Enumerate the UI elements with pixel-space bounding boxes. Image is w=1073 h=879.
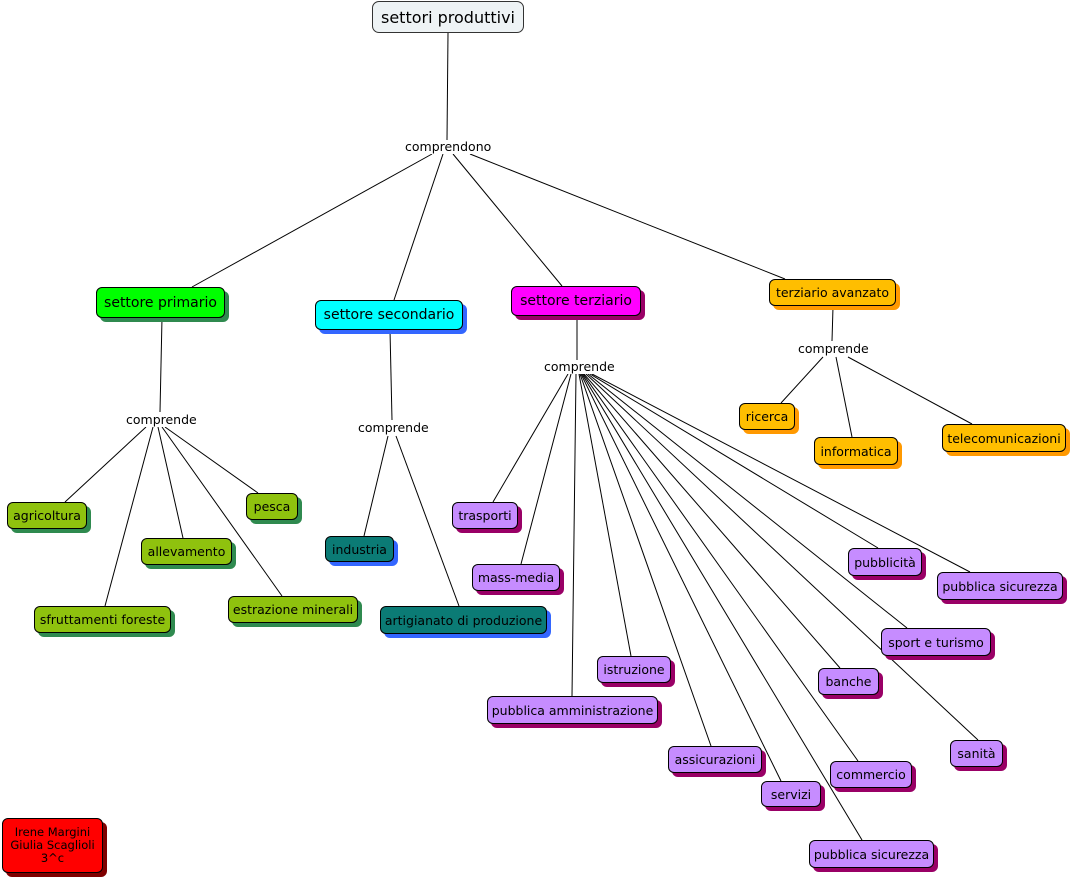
edge	[591, 373, 971, 573]
item-banche[interactable]: banche	[818, 668, 879, 695]
item-telecomunicazioni[interactable]: telecomunicazioni	[942, 424, 1066, 452]
item-pubblica-sicurezza-bottom[interactable]: pubblica sicurezza	[809, 840, 934, 868]
root-node-settori-produttivi[interactable]: settori produttivi	[372, 1, 524, 33]
item-informatica[interactable]: informatica	[814, 437, 898, 465]
edge	[585, 373, 979, 741]
edge	[847, 356, 973, 425]
item-estrazione-minerali[interactable]: estrazione minerali	[228, 596, 358, 623]
edge	[161, 426, 283, 597]
edge	[64, 426, 147, 503]
edge	[581, 373, 863, 841]
link-label-primario: comprende	[123, 413, 200, 427]
edge	[578, 373, 632, 657]
item-allevamento[interactable]: allevamento	[141, 538, 232, 565]
edge	[520, 373, 572, 565]
edge	[589, 373, 879, 549]
item-sanita[interactable]: sanità	[950, 740, 1003, 767]
edge	[395, 435, 460, 607]
item-pubblicita[interactable]: pubblicità	[848, 548, 922, 576]
sector-secondario-node[interactable]: settore secondario	[315, 300, 463, 330]
item-ricerca[interactable]: ricerca	[739, 403, 795, 430]
edge	[831, 306, 834, 342]
edge	[469, 153, 786, 280]
edge	[104, 426, 154, 607]
item-mass-media[interactable]: mass-media	[472, 564, 560, 591]
sector-avanzato-node[interactable]: terziario avanzato	[769, 279, 896, 306]
author-box[interactable]: Irene Margini Giulia Scaglioli 3^c	[2, 818, 103, 873]
link-label-avanzato: comprende	[795, 342, 872, 356]
link-label-secondario: comprende	[355, 421, 432, 435]
edge	[446, 32, 449, 141]
item-artigianato-di-produzione[interactable]: artigianato di produzione	[380, 606, 547, 634]
author-line-3: 3^c	[40, 851, 65, 865]
item-pesca[interactable]: pesca	[246, 493, 298, 520]
item-trasporti[interactable]: trasporti	[452, 502, 518, 529]
item-commercio[interactable]: commercio	[830, 761, 912, 788]
edge	[571, 373, 577, 697]
edge	[393, 153, 444, 301]
edge	[452, 153, 563, 287]
edge	[363, 435, 389, 537]
edge	[583, 373, 841, 669]
author-line-2: Giulia Scaglioli	[10, 838, 95, 852]
item-industria[interactable]: industria	[325, 536, 394, 562]
edge	[780, 356, 824, 404]
edge	[579, 373, 712, 747]
sector-primario-node[interactable]: settore primario	[96, 287, 225, 318]
item-agricoltura[interactable]: agricoltura	[7, 502, 87, 529]
sector-terziario-node[interactable]: settore terziario	[511, 286, 641, 316]
item-sport-e-turismo[interactable]: sport e turismo	[881, 628, 991, 656]
edge	[157, 426, 184, 539]
edge	[389, 329, 393, 421]
edge	[191, 153, 433, 288]
item-pubblica-sicurezza-right[interactable]: pubblica sicurezza	[937, 572, 1063, 600]
link-label-comprendono: comprendono	[402, 140, 495, 154]
edge	[835, 356, 853, 438]
item-istruzione[interactable]: istruzione	[597, 656, 671, 683]
edge	[164, 426, 259, 494]
edge	[582, 373, 859, 762]
link-label-terziario: comprende	[541, 360, 618, 374]
edge	[580, 373, 782, 782]
item-pubblica-amministrazione[interactable]: pubblica amministrazione	[487, 696, 658, 724]
item-assicurazioni[interactable]: assicurazioni	[668, 746, 762, 773]
item-sfruttamenti-foreste[interactable]: sfruttamenti foreste	[34, 606, 171, 633]
edge	[159, 317, 163, 413]
author-line-1: Irene Margini	[14, 825, 91, 839]
edge	[492, 373, 569, 503]
item-servizi[interactable]: servizi	[761, 781, 821, 807]
edge	[587, 373, 908, 629]
